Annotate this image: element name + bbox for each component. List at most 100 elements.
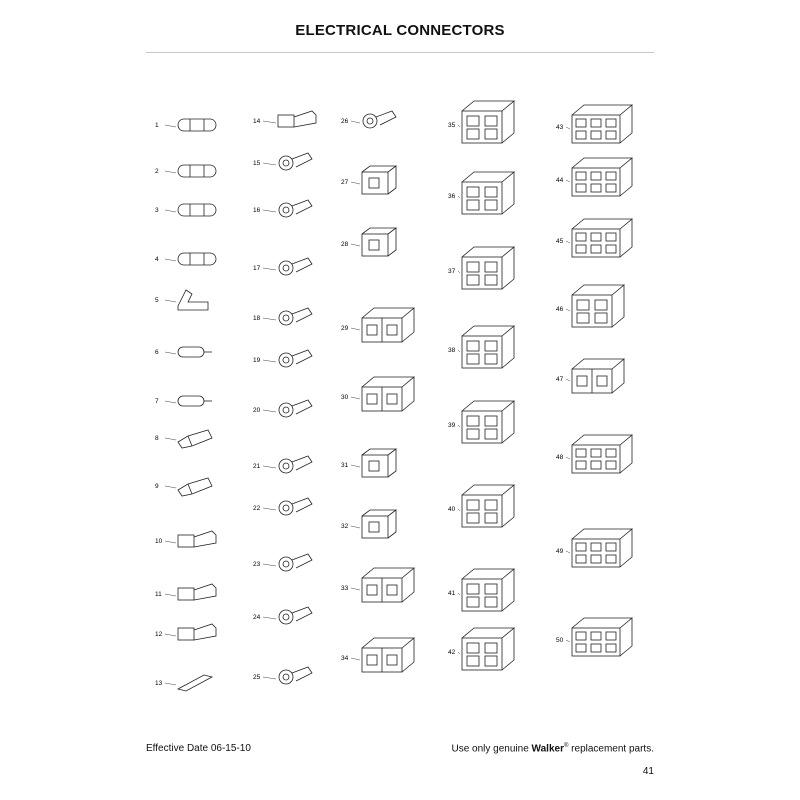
part-number-label: 4 — [155, 256, 159, 263]
leader-line — [262, 563, 277, 567]
leader-line — [164, 351, 177, 355]
leader-line — [164, 437, 177, 441]
part-number-label: 16 — [253, 207, 261, 214]
connector-drawing — [278, 257, 313, 276]
leader-line — [164, 209, 177, 213]
leader-line — [164, 540, 177, 544]
part-number-label: 20 — [253, 407, 261, 414]
connector-part: 23 — [253, 553, 313, 572]
leader-line — [262, 317, 277, 321]
connector-drawing — [177, 530, 217, 548]
leader-line — [565, 308, 571, 312]
genuine-parts-note: Use only genuine Walker® replacement par… — [451, 743, 654, 754]
connector-drawing — [461, 568, 516, 612]
leader-line — [262, 409, 277, 413]
connector-drawing — [177, 118, 217, 132]
connector-part: 45 — [556, 218, 634, 258]
connector-drawing — [461, 171, 516, 215]
connector-part: 12 — [155, 623, 217, 641]
part-number-label: 7 — [155, 398, 159, 405]
leader-line — [565, 639, 571, 643]
leader-line — [565, 240, 571, 244]
connector-drawing — [361, 448, 398, 478]
part-number-label: 3 — [155, 207, 159, 214]
part-number-label: 9 — [155, 483, 159, 490]
page-title: ELECTRICAL CONNECTORS — [295, 22, 505, 39]
leader-line — [262, 120, 277, 124]
connector-drawing — [177, 395, 212, 407]
leader-line — [164, 400, 177, 404]
connector-part: 30 — [341, 376, 416, 412]
connector-drawing — [278, 497, 313, 516]
connector-part: 15 — [253, 152, 313, 171]
connector-drawing — [177, 623, 217, 641]
connector-drawing — [362, 110, 397, 129]
connector-drawing — [461, 400, 516, 444]
part-number-label: 8 — [155, 435, 159, 442]
part-number-label: 40 — [448, 506, 456, 513]
connector-drawing — [277, 110, 317, 128]
leader-line — [164, 258, 177, 262]
part-number-label: 1 — [155, 122, 159, 129]
connector-part: 20 — [253, 399, 313, 418]
connector-part: 4 — [155, 252, 217, 266]
connector-part: 31 — [341, 448, 398, 478]
part-number-label: 33 — [341, 585, 349, 592]
connector-drawing — [177, 252, 217, 266]
leader-line — [565, 456, 571, 460]
connector-part: 28 — [341, 227, 398, 257]
connector-drawing — [278, 399, 313, 418]
leader-line — [164, 682, 177, 686]
connector-part: 22 — [253, 497, 313, 516]
connector-drawing — [571, 617, 634, 657]
connector-part: 50 — [556, 617, 634, 657]
part-number-label: 17 — [253, 265, 261, 272]
connector-part: 14 — [253, 110, 317, 128]
part-number-label: 43 — [556, 124, 564, 131]
connector-part: 37 — [448, 246, 516, 290]
part-number-label: 22 — [253, 505, 261, 512]
connector-part: 36 — [448, 171, 516, 215]
connector-part: 3 — [155, 203, 217, 217]
connector-drawing — [176, 674, 214, 692]
part-number-label: 38 — [448, 347, 456, 354]
connector-part: 35 — [448, 100, 516, 144]
part-number-label: 31 — [341, 462, 349, 469]
connector-part: 48 — [556, 434, 634, 474]
connector-part: 11 — [155, 583, 217, 601]
part-number-label: 21 — [253, 463, 261, 470]
connector-drawing — [571, 157, 634, 197]
connector-part: 44 — [556, 157, 634, 197]
connector-drawing — [361, 165, 398, 195]
leader-line — [350, 243, 361, 247]
note-prefix: Use only genuine — [451, 743, 529, 755]
connector-part: 2 — [155, 164, 217, 178]
leader-line — [350, 525, 361, 529]
title-divider — [146, 52, 654, 53]
part-number-label: 14 — [253, 118, 261, 125]
leader-line — [262, 209, 277, 213]
part-number-label: 50 — [556, 637, 564, 644]
connector-part: 6 — [155, 346, 212, 358]
part-number-label: 41 — [448, 590, 456, 597]
leader-line — [350, 327, 361, 331]
connector-part: 42 — [448, 627, 516, 671]
connector-drawing — [278, 199, 313, 218]
leader-line — [164, 593, 177, 597]
trademark-symbol: ® — [563, 743, 569, 749]
connector-part: 26 — [341, 110, 397, 129]
part-number-label: 6 — [155, 349, 159, 356]
connector-drawing — [177, 346, 212, 358]
connector-part: 47 — [556, 358, 626, 394]
connector-drawing — [571, 434, 634, 474]
connector-drawing — [571, 104, 634, 144]
part-number-label: 44 — [556, 177, 564, 184]
connector-part: 29 — [341, 307, 416, 343]
connector-drawing — [361, 509, 398, 539]
connector-part: 27 — [341, 165, 398, 195]
connector-drawing — [571, 528, 634, 568]
connector-part: 7 — [155, 395, 212, 407]
part-number-label: 10 — [155, 538, 163, 545]
connector-part: 32 — [341, 509, 398, 539]
